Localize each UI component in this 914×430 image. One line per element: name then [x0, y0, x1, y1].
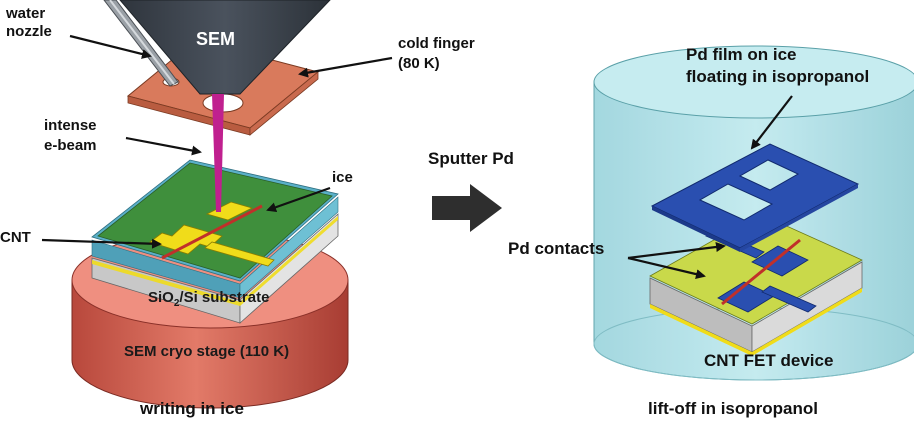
arrow-pd-film — [750, 95, 793, 150]
water-nozzle-label-1: water — [6, 5, 46, 22]
stage-label: SEM cryo stage (110 K) — [124, 343, 290, 360]
ebeam-label-2: e-beam — [44, 137, 97, 154]
arrow-water-nozzle — [69, 34, 152, 59]
arrow-pd-contact-2 — [627, 256, 706, 280]
sputter-label: Sputter Pd — [428, 149, 514, 168]
device-label: CNT FET device — [704, 351, 834, 370]
arrow-ebeam — [125, 136, 202, 156]
pd-film — [650, 143, 860, 252]
sem-column — [119, 0, 331, 95]
cnt-fet-device — [649, 213, 863, 356]
arrow-cnt — [41, 238, 162, 249]
ebeam-label-1: intense — [44, 117, 97, 134]
left-caption: writing in ice — [140, 399, 244, 418]
cold-finger-label-1: cold finger — [398, 35, 475, 52]
arrow-cold-finger — [298, 56, 393, 78]
water-nozzle-label-2: nozzle — [6, 23, 52, 40]
cnt-label: CNT — [0, 229, 31, 246]
ice-label: ice — [332, 169, 353, 186]
sem-label: SEM — [196, 29, 236, 49]
substrate-label-rest: /Si substrate — [179, 289, 270, 306]
arrow-ice — [266, 186, 331, 213]
process-arrow — [432, 184, 502, 232]
arrow-pd-contact-1 — [627, 242, 726, 260]
pd-film-label-1: Pd film on ice — [686, 45, 797, 64]
substrate-label: SiO2/Si substrate — [148, 289, 270, 309]
substrate-label-sub: 2 — [173, 298, 180, 309]
right-caption: lift-off in isopropanol — [648, 399, 818, 418]
substrate-label-main: SiO — [148, 289, 174, 306]
cold-finger-label-2: (80 K) — [398, 55, 440, 72]
ebeam — [212, 94, 224, 212]
pd-contacts-label: Pd contacts — [508, 239, 605, 258]
cnt-tube-device — [721, 238, 801, 306]
pd-film-label-2: floating in isopropanol — [686, 67, 870, 86]
substrate-block — [91, 159, 339, 324]
cnt-tube — [161, 204, 263, 260]
